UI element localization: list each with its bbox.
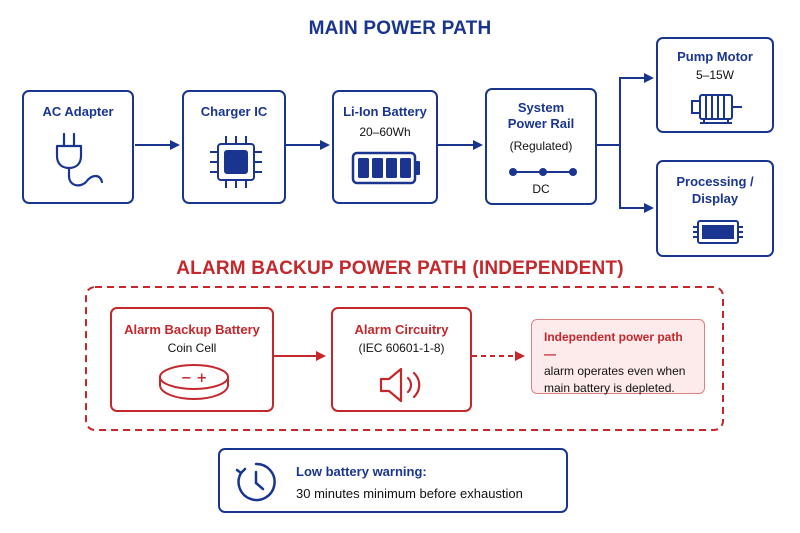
display-icon [693,220,743,244]
ac-adapter-box: AC Adapter [22,90,134,204]
battery-label: Li-Ion Battery [343,104,427,119]
coin-cell-polarity: − + [181,371,207,386]
arrow-rail-processing [619,145,654,213]
alarm-circuitry-box: Alarm Circuitry (IEC 60601-1-8) [331,307,472,412]
alarm-group-border [85,286,724,431]
backup-battery-type: Coin Cell [167,341,217,355]
coin-cell-icon: − + [159,364,229,401]
motor-icon [691,94,742,124]
rail-label-line1: System [517,100,565,115]
ac-adapter-label: AC Adapter [42,104,114,119]
processing-label-line1: Processing / [676,174,754,189]
pump-motor-box: Pump Motor 5–15W [656,37,774,133]
charger-ic-label: Charger IC [200,104,268,119]
main-arrows [135,73,654,213]
rail-label-line2: Power Rail [507,116,575,131]
speaker-icon [379,367,421,403]
system-power-rail-box: System Power Rail (Regulated) DC [485,88,597,205]
alarm-circuitry-standard: (IEC 60601-1-8) [358,341,445,355]
low-battery-warning-box: Low battery warning: 30 minutes minimum … [218,448,568,513]
dc-bus-icon [509,168,577,176]
rail-dc-label: DC [532,182,550,196]
rail-regulated: (Regulated) [509,139,573,153]
note-line-2: alarm operates even when [544,364,686,378]
battery-icon [351,151,420,185]
alarm-power-path-title: ALARM BACKUP POWER PATH (INDEPENDENT) [176,258,624,279]
chip-icon [210,136,262,188]
battery-capacity: 20–60Wh [359,125,411,139]
alarm-circuitry-label: Alarm Circuitry [354,322,449,337]
li-ion-battery-box: Li-Ion Battery 20–60Wh [332,90,438,204]
pump-motor-label: Pump Motor [677,49,753,64]
processing-label-line2: Display [691,191,739,206]
independent-path-note: Independent power path — alarm operates … [531,319,705,395]
warning-title: Low battery warning: [296,464,427,479]
arrow-rail-pump [597,73,654,146]
pump-motor-power: 5–15W [695,68,735,82]
processing-display-box: Processing / Display [656,160,774,257]
warning-text: 30 minutes minimum before exhaustion [296,486,523,501]
main-power-path-title: MAIN POWER PATH [308,18,492,39]
note-line-3: main battery is depleted. [544,381,675,395]
alarm-backup-battery-box: Alarm Backup Battery Coin Cell − + [110,307,274,412]
note-line-1: Independent power path — [544,330,683,361]
clock-icon [235,462,276,502]
charger-ic-box: Charger IC [182,90,286,204]
backup-battery-label: Alarm Backup Battery [124,322,260,337]
plug-icon [55,132,104,187]
